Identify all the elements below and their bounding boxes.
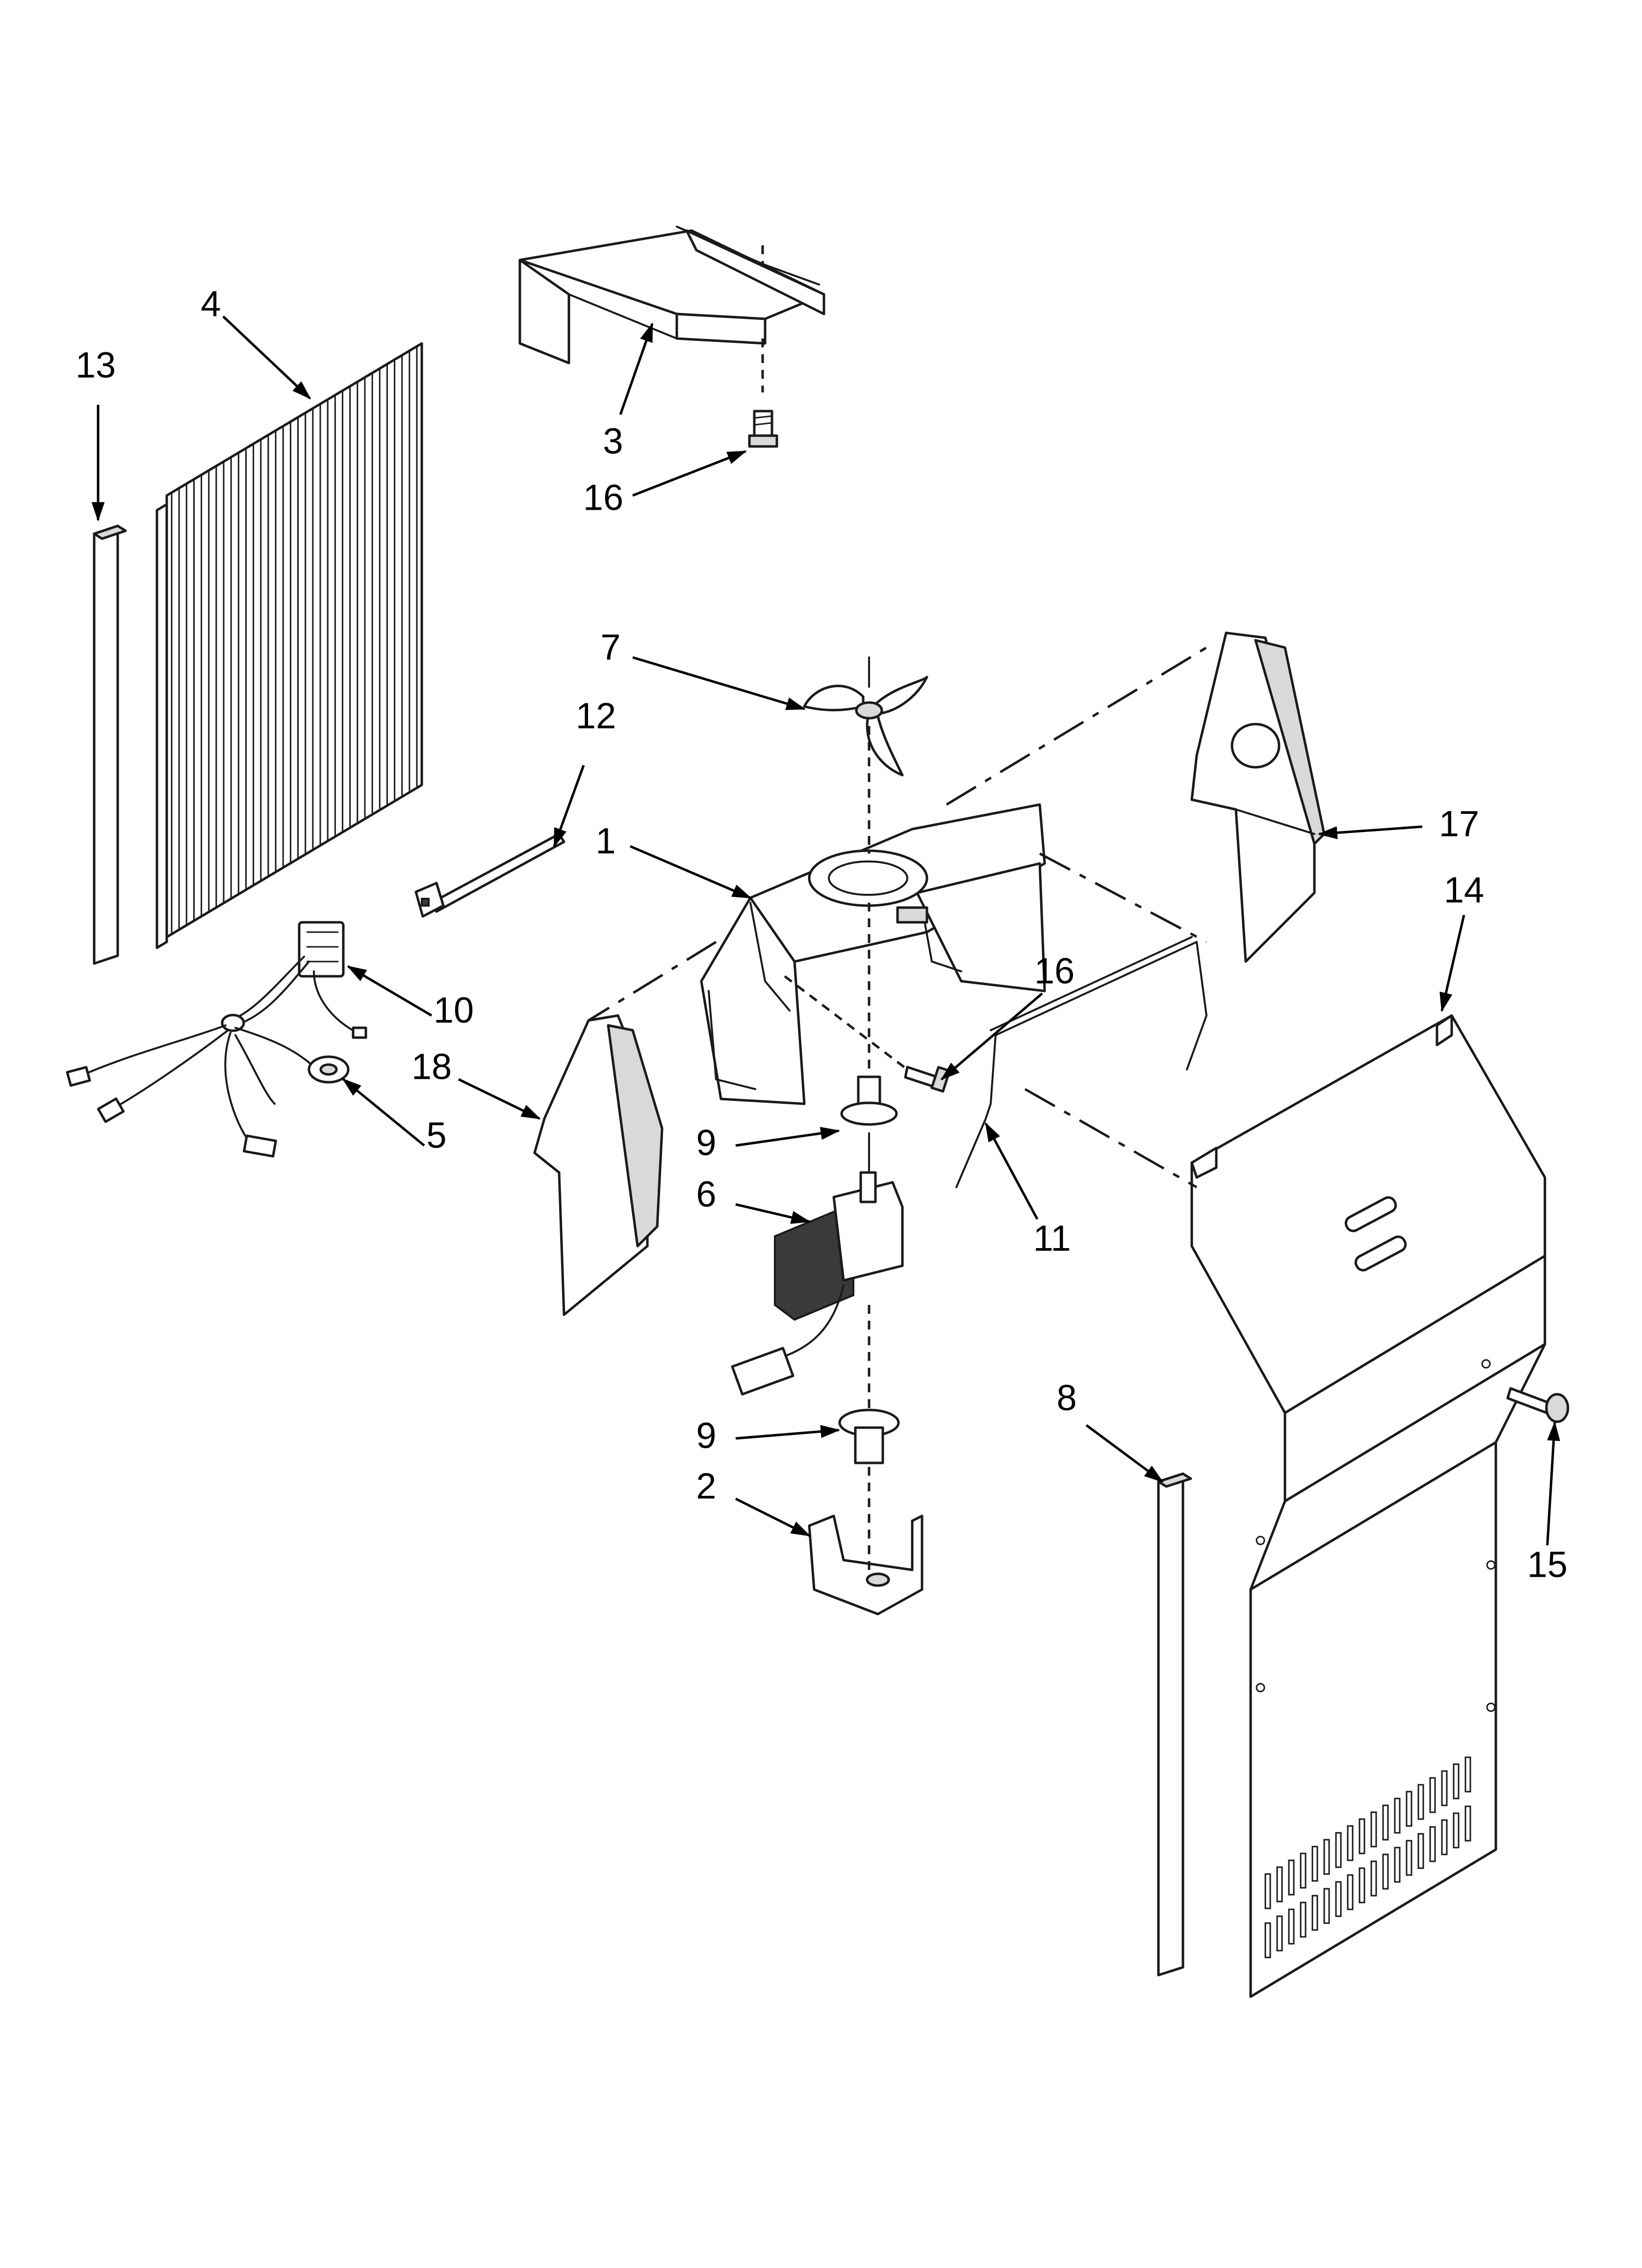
vent-slot — [1394, 1847, 1401, 1883]
vent-slot — [1300, 1852, 1307, 1889]
vent-slot — [1276, 1915, 1283, 1952]
callout-1: 1 — [595, 821, 616, 861]
vent-slot — [1382, 1853, 1389, 1890]
callout-3: 3 — [603, 421, 623, 462]
vent-slot — [1370, 1811, 1377, 1848]
callout-8: 8 — [1056, 1378, 1077, 1418]
part-4-ribbed-panel — [155, 342, 423, 949]
vent-slot — [1370, 1860, 1377, 1897]
callout-13: 13 — [76, 345, 116, 386]
vent-slot — [1335, 1832, 1342, 1868]
vent-slot — [1441, 1819, 1448, 1855]
vent-slot — [1464, 1805, 1471, 1842]
vent-slot — [1464, 1756, 1471, 1793]
part-3-duct-cover — [518, 226, 825, 392]
vent-slot — [1276, 1866, 1283, 1903]
callouts: 4 13 3 16 7 12 1 17 14 16 10 18 5 9 6 11… — [76, 284, 1567, 1585]
vent-slot — [1347, 1874, 1354, 1910]
part-17-side-panel — [1190, 631, 1326, 963]
callout-15: 15 — [1527, 1544, 1567, 1585]
vent-slot — [1453, 1812, 1460, 1849]
part-13-gasket-strip — [93, 524, 127, 965]
vent-slot — [1441, 1770, 1448, 1806]
vent-slot — [1453, 1763, 1460, 1799]
assembly-dash-lines — [588, 646, 1207, 1189]
callout-7: 7 — [600, 627, 620, 668]
vent-slot — [1429, 1777, 1436, 1813]
callout-17: 17 — [1439, 804, 1479, 844]
part-7-fan-blade — [803, 656, 928, 777]
callout-14: 14 — [1444, 870, 1484, 911]
vent-slot — [1323, 1888, 1330, 1924]
vent-slot — [1406, 1840, 1412, 1876]
part-16-screw-top — [748, 410, 778, 448]
callout-9-upper: 9 — [696, 1122, 716, 1163]
callout-16-mid: 16 — [1034, 951, 1075, 991]
leader-lines — [91, 315, 1561, 1546]
vent-slot — [1429, 1826, 1436, 1862]
vent-slot — [1264, 1873, 1271, 1909]
part-1-fan-shroud — [700, 803, 1046, 1105]
vent-slot — [1417, 1833, 1424, 1869]
part-11-wire-bracket — [955, 936, 1207, 1188]
part-8-gasket-strip — [1157, 1472, 1192, 1977]
vent-slot — [1359, 1818, 1365, 1854]
part-9-grommet-lower — [838, 1408, 900, 1464]
callout-10: 10 — [434, 990, 474, 1031]
vent-slot — [1406, 1791, 1412, 1827]
callout-6: 6 — [696, 1174, 716, 1215]
part-6-fan-motor — [731, 1132, 904, 1396]
callout-18: 18 — [411, 1046, 452, 1087]
vent-slot — [1311, 1846, 1318, 1882]
vent-slot — [1311, 1895, 1318, 1931]
part-12-cable-tie — [414, 833, 565, 918]
callout-5: 5 — [426, 1115, 446, 1156]
vent-slot — [1264, 1922, 1271, 1958]
part-15-screw — [1506, 1387, 1569, 1423]
vent-slot — [1335, 1881, 1342, 1917]
vent-slot — [1382, 1804, 1389, 1841]
part-14-rear-panel — [1190, 1014, 1546, 1998]
vent-slot — [1288, 1859, 1295, 1896]
part-2-motor-bracket — [808, 1305, 924, 1616]
callout-2: 2 — [696, 1466, 716, 1507]
callout-11: 11 — [1033, 1218, 1071, 1259]
vent-slot — [1417, 1784, 1424, 1820]
part-9-grommet-upper — [840, 1075, 898, 1126]
callout-9-lower: 9 — [696, 1415, 716, 1456]
callout-12: 12 — [576, 696, 616, 736]
part-10-wire-harness — [66, 921, 367, 1158]
vent-slot — [1288, 1908, 1295, 1945]
callout-16-top: 16 — [583, 477, 623, 518]
vent-slot — [1347, 1825, 1354, 1861]
vent-slot — [1323, 1839, 1330, 1875]
callout-4: 4 — [201, 284, 221, 324]
vent-slot — [1300, 1902, 1307, 1938]
part-18-side-panel — [533, 1014, 664, 1316]
vent-slot — [1359, 1867, 1365, 1903]
vent-slot — [1394, 1798, 1401, 1834]
